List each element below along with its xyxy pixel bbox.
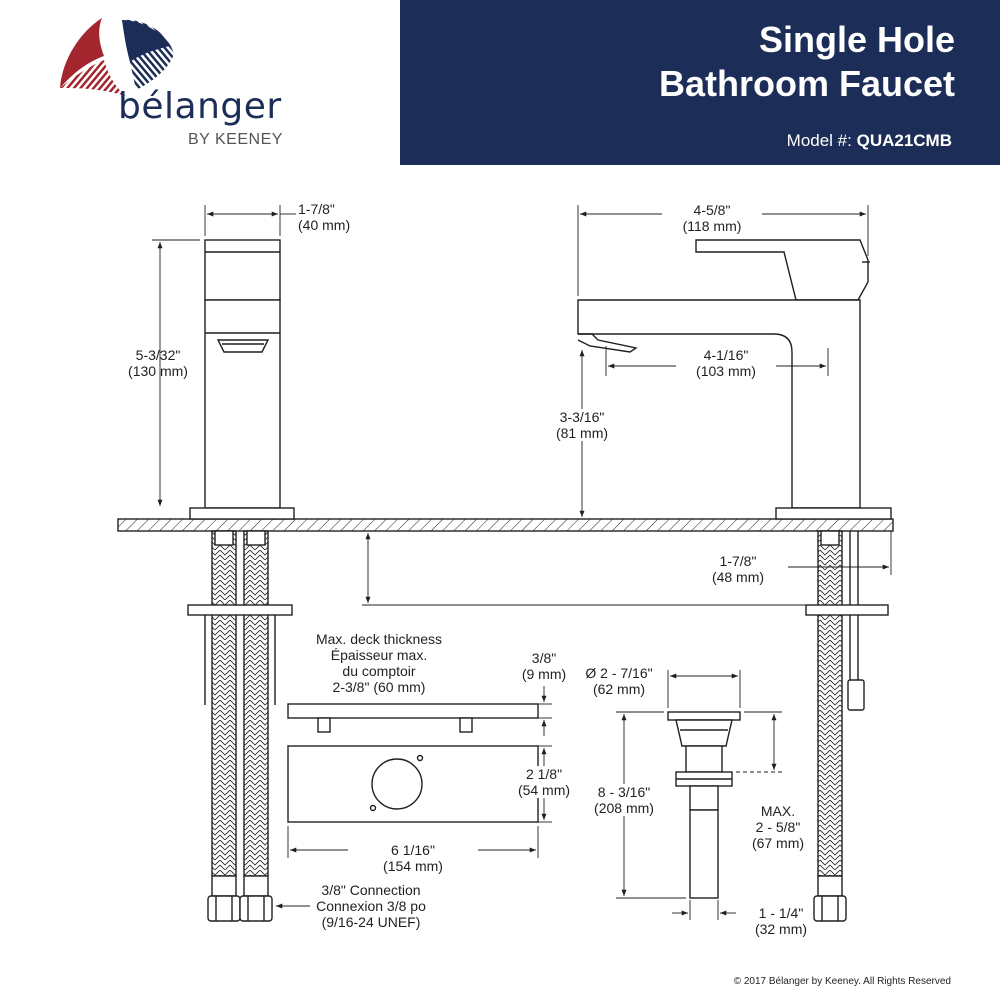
dim-top-width: 1-7/8"(40 mm) [298, 201, 351, 233]
side-view-faucet [577, 239, 892, 922]
pop-up-drain [667, 711, 741, 899]
copyright-notice: © 2017 Bélanger by Keeney. All Rights Re… [733, 976, 951, 987]
dim-plate-width: 6 1/16"(154 mm) [348, 842, 478, 874]
title-line-2: Bathroom Faucet [658, 63, 955, 104]
front-view-faucet [187, 239, 295, 922]
page-title: Single Hole Bathroom Faucet [659, 18, 955, 106]
brand-name: bélanger [118, 86, 282, 127]
model-value: QUA21CMB [856, 131, 952, 150]
dim-side-width: 4-5/8"(118 mm) [662, 202, 762, 234]
dim-spout-height: 3-3/16"(81 mm) [532, 409, 632, 441]
dim-drain-diameter: Ø 2 - 7/16"(62 mm) [585, 665, 653, 697]
dim-plate-thickness: 3/8"(9 mm) [521, 650, 567, 682]
dim-drain-max: MAX.2 - 5/8" (67 mm) [751, 803, 805, 851]
title-line-1: Single Hole [758, 19, 955, 60]
header-banner: Single Hole Bathroom Faucet Model #: QUA… [400, 0, 1000, 165]
brand-logo: bélanger BY KEENEY [40, 10, 340, 160]
cover-plate-top-view [287, 703, 539, 733]
model-number: Model #: QUA21CMB [787, 131, 952, 151]
model-label: Model #: [786, 131, 852, 150]
dim-drain-length: 8 - 3/16"(208 mm) [574, 784, 674, 816]
dim-reach: 4-1/16"(103 mm) [676, 347, 776, 379]
dim-drain-pipe: 1 - 1/4"(32 mm) [754, 905, 808, 937]
countertop [117, 518, 894, 532]
brand-swoosh-icon [60, 18, 174, 96]
dim-total-height: 5-3/32"(130 mm) [128, 347, 188, 379]
brand-subtitle: BY KEENEY [188, 131, 283, 148]
dim-base-diameter: 1-7/8"(48 mm) [688, 553, 788, 585]
